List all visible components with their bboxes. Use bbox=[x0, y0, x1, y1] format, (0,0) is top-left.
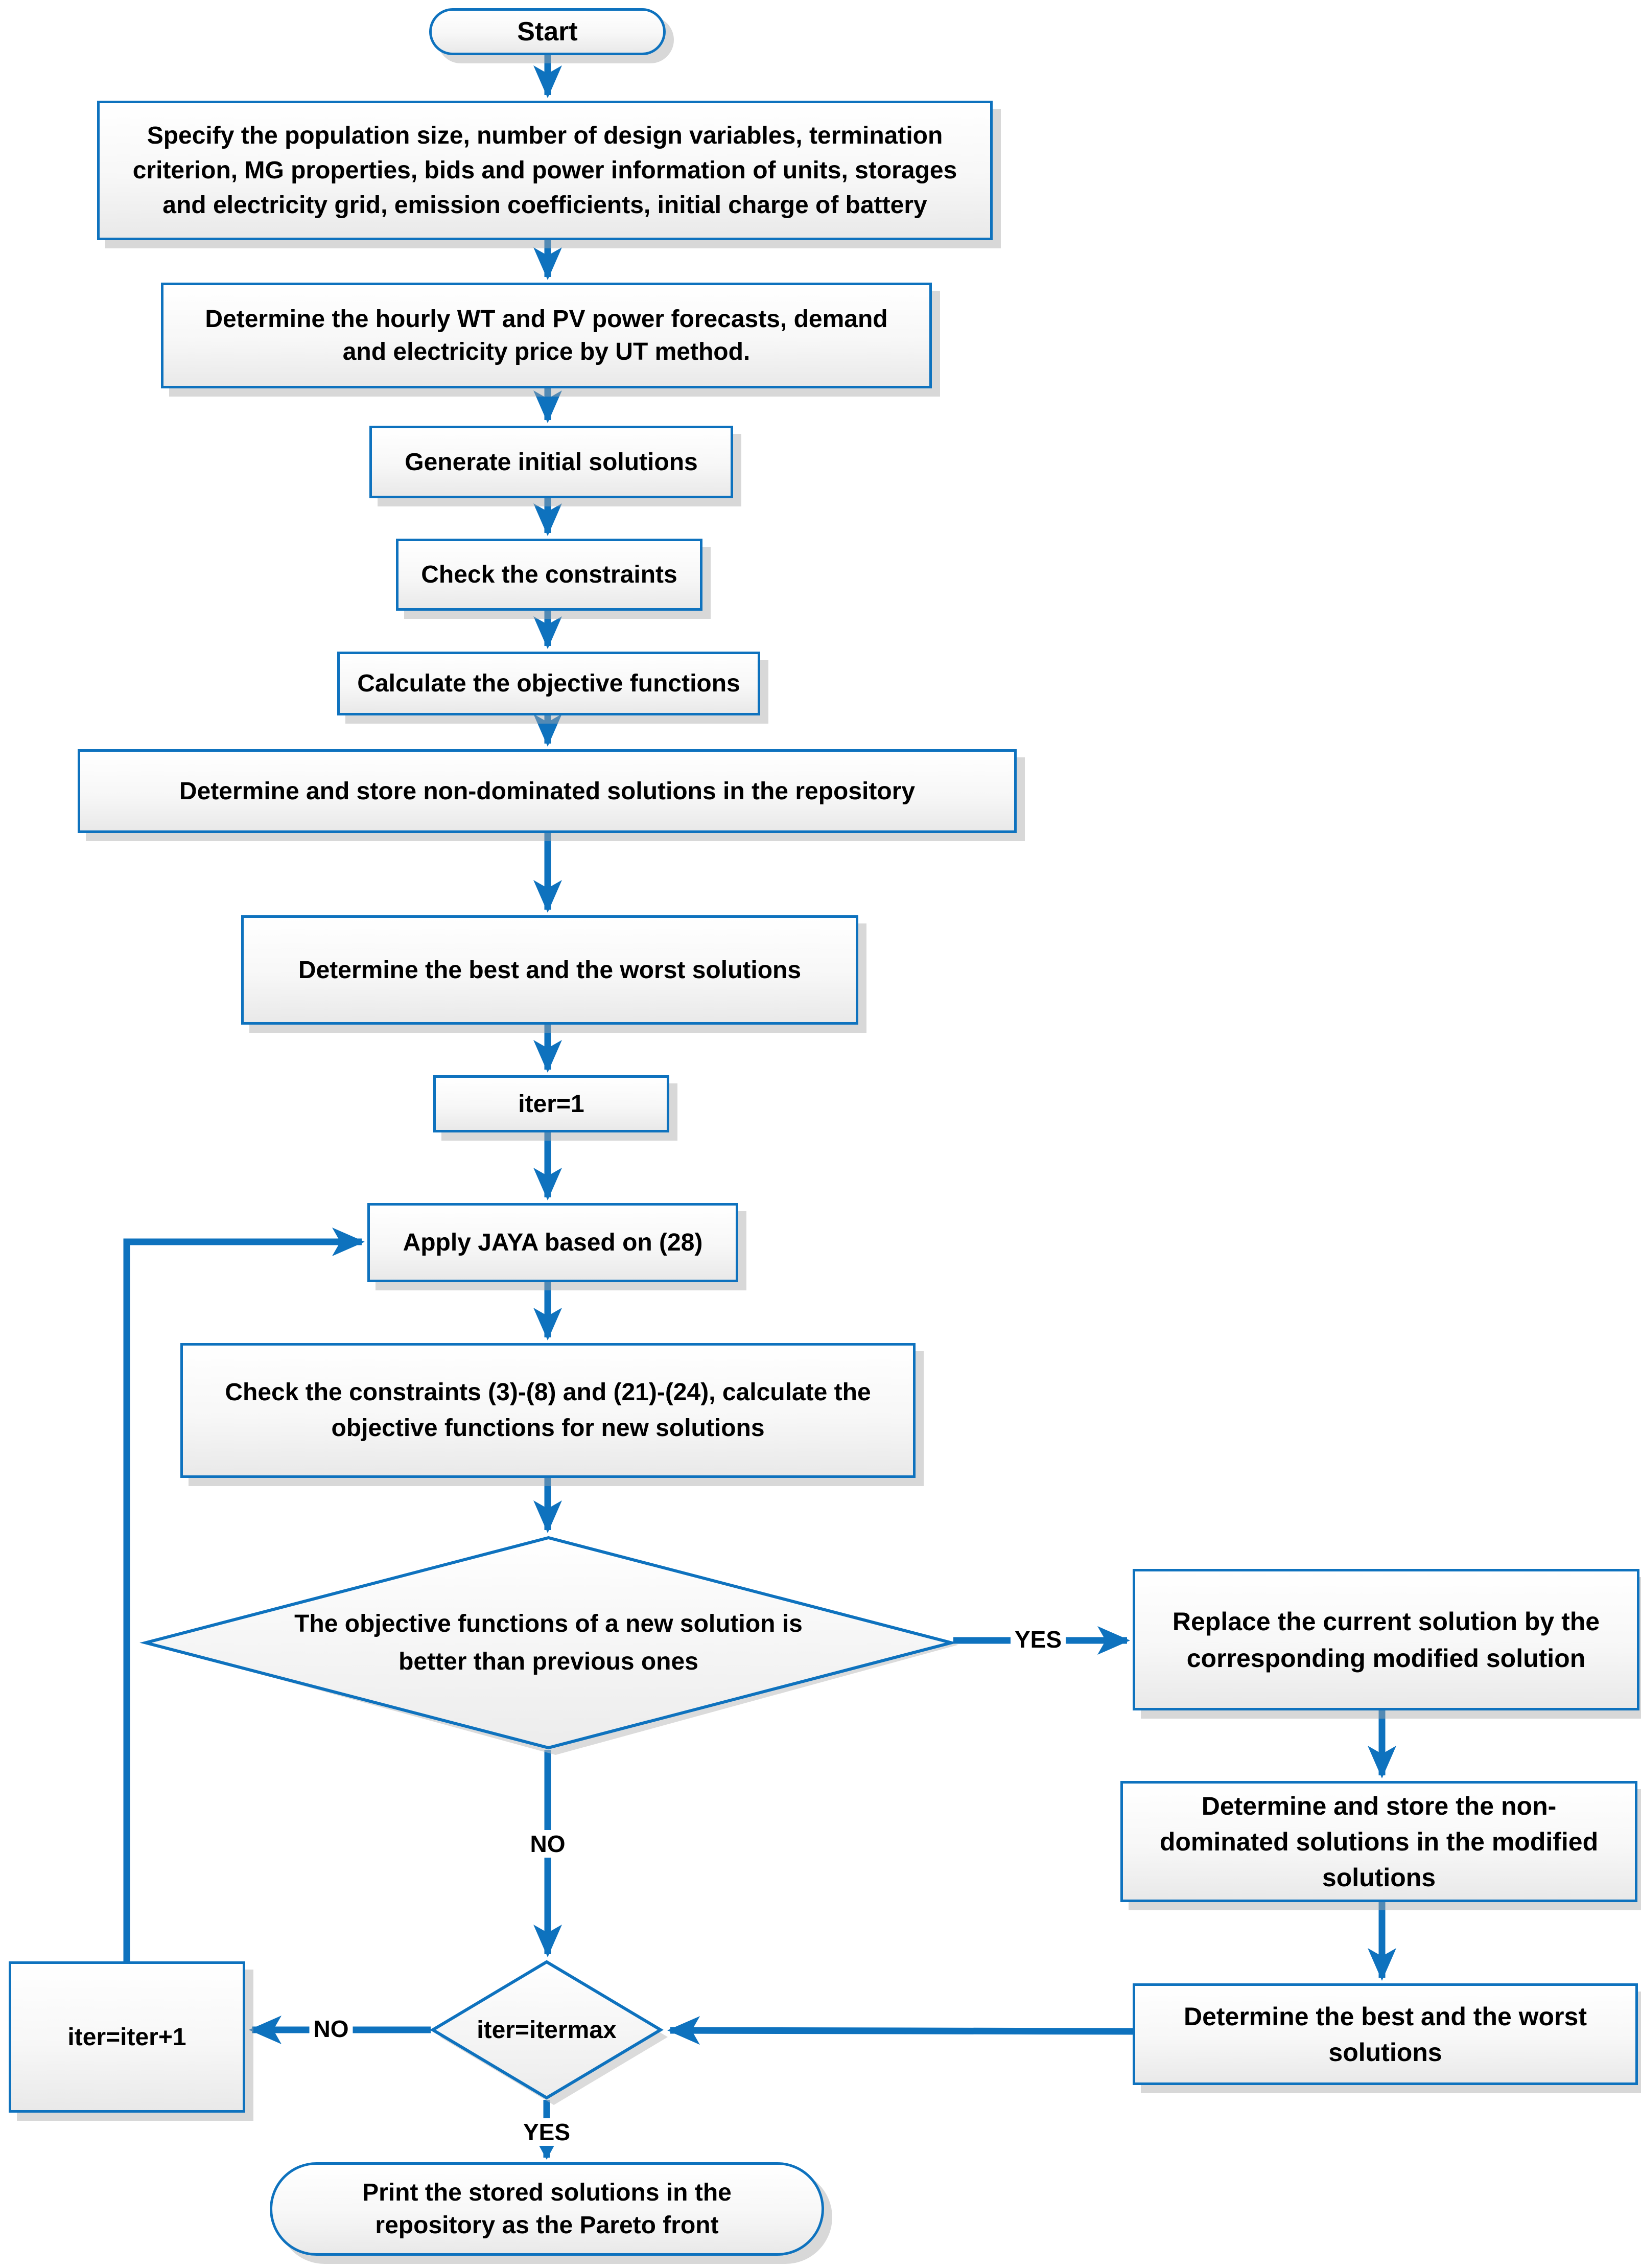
label-yes-decision-itermax: YES bbox=[519, 2118, 575, 2146]
node-print-pareto-terminator: Print the stored solutions in the reposi… bbox=[270, 2162, 824, 2256]
node-ut-forecast: Determine the hourly WT and PV power for… bbox=[161, 283, 932, 388]
replace-solution-label: Replace the current solution by the corr… bbox=[1172, 1607, 1600, 1673]
store-repository-label: Determine and store non-dominated soluti… bbox=[179, 777, 916, 805]
start-label: Start bbox=[517, 17, 578, 47]
apply-jaya-label: Apply JAYA based on (28) bbox=[403, 1229, 703, 1256]
best-worst-2-label: Determine the best and the worst solutio… bbox=[1183, 2002, 1587, 2067]
node-best-worst-solutions-1: Determine the best and the worst solutio… bbox=[241, 915, 858, 1025]
node-check-constraints: Check the constraints bbox=[396, 539, 702, 611]
check-constraints-2-label: Check the constraints (3)-(8) and (21)-(… bbox=[225, 1379, 871, 1442]
node-replace-solution: Replace the current solution by the corr… bbox=[1133, 1569, 1639, 1710]
decision-iter-max: iter=itermax bbox=[430, 1960, 668, 2105]
store-modified-label: Determine and store the non-dominated so… bbox=[1159, 1791, 1599, 1892]
arrow-bestworst2-to-itermax bbox=[667, 2016, 1133, 2045]
diamond-shape-itermax bbox=[430, 1960, 668, 2105]
decision-new-solution-better: The objective functions of a new solutio… bbox=[139, 1536, 958, 1755]
decision-itermax-label: iter=itermax bbox=[477, 2016, 617, 2044]
check-constraints-label: Check the constraints bbox=[421, 561, 677, 588]
decision-better-label: The objective functions of a new solutio… bbox=[294, 1610, 803, 1675]
best-worst-1-label: Determine the best and the worst solutio… bbox=[298, 956, 802, 984]
node-specify-inputs: Specify the population size, number of d… bbox=[97, 101, 993, 240]
node-check-constraints-2: Check the constraints (3)-(8) and (21)-(… bbox=[180, 1343, 916, 1478]
label-yes-decision-better: YES bbox=[1010, 1626, 1066, 1653]
print-pareto-label: Print the stored solutions in the reposi… bbox=[362, 2179, 732, 2239]
node-store-modified-solutions: Determine and store the non-dominated so… bbox=[1120, 1781, 1637, 1902]
node-store-repository: Determine and store non-dominated soluti… bbox=[78, 749, 1017, 833]
iter-increment-label: iter=iter+1 bbox=[67, 2023, 186, 2051]
label-no-decision-better: NO bbox=[526, 1830, 570, 1858]
node-iter-init: iter=1 bbox=[433, 1075, 669, 1132]
label-no-decision-itermax: NO bbox=[309, 2015, 353, 2043]
node-start-terminator: Start bbox=[429, 8, 666, 55]
node-best-worst-solutions-2: Determine the best and the worst solutio… bbox=[1133, 1983, 1638, 2085]
diamond-shape-better bbox=[139, 1536, 958, 1755]
node-generate-initial-solutions: Generate initial solutions bbox=[369, 426, 733, 498]
node-iter-increment: iter=iter+1 bbox=[9, 1961, 245, 2113]
node-calculate-objectives: Calculate the objective functions bbox=[337, 652, 760, 715]
calculate-objectives-label: Calculate the objective functions bbox=[357, 670, 740, 697]
generate-label: Generate initial solutions bbox=[405, 448, 698, 476]
node-apply-jaya: Apply JAYA based on (28) bbox=[367, 1203, 738, 1282]
iter-init-label: iter=1 bbox=[518, 1090, 584, 1118]
loop-iterinc-to-jaya bbox=[123, 1228, 365, 1961]
forecast-label: Determine the hourly WT and PV power for… bbox=[205, 305, 888, 365]
specify-label: Specify the population size, number of d… bbox=[132, 122, 957, 219]
